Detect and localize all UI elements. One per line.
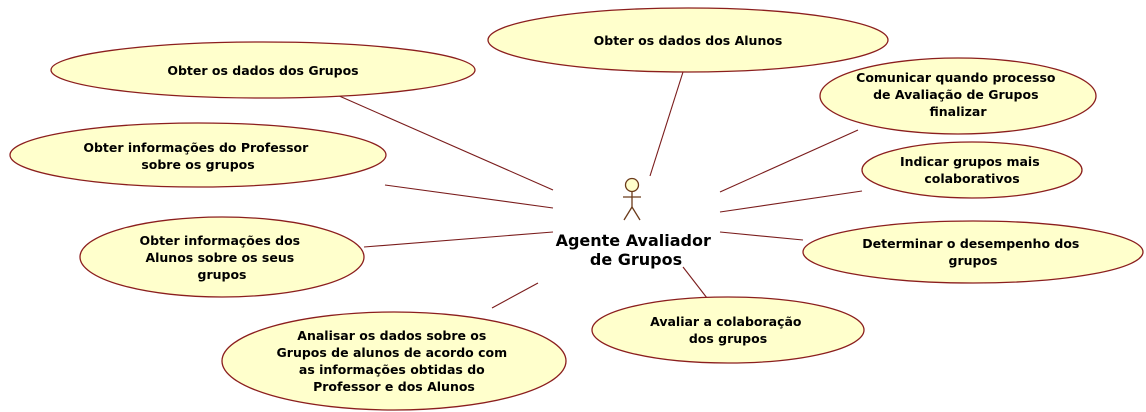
actor-name: Agente Avaliador de Grupos [556,231,717,269]
use-case-label: Comunicar quando processo de Avaliação d… [856,70,1060,119]
use-case-obter-dados-grupos[interactable]: Obter os dados dos Grupos [50,41,476,99]
use-case-label: Obter os dados dos Alunos [594,33,783,48]
use-case-label: Obter os dados dos Grupos [167,63,358,78]
use-case-label-line: grupos [949,253,998,268]
actor[interactable]: Agente Avaliador de Grupos [556,177,717,270]
use-case-avaliar-colaboracao[interactable]: Avaliar a colaboração dos grupos [591,296,865,364]
use-case-label: Obter informações dos Alunos sobre os se… [140,233,305,282]
assoc-line-obter-dados-alunos [649,71,684,177]
actor-name-line: de Grupos [590,250,682,269]
use-case-label-line: Professor e dos Alunos [313,379,475,394]
use-case-label-line: Grupos de alunos de acordo com [277,345,508,360]
use-case-label-line: de Avaliação de Grupos [873,87,1038,102]
use-case-label-line: colaborativos [924,171,1019,186]
use-case-indicar-grupos-colaborativos[interactable]: Indicar grupos mais colaborativos [861,141,1083,199]
use-case-analisar-dados[interactable]: Analisar os dados sobre os Grupos de alu… [221,311,567,411]
use-case-label-line: Avaliar a colaboração [650,314,802,329]
use-case-label: Avaliar a colaboração dos grupos [650,314,806,346]
use-case-obter-info-alunos[interactable]: Obter informações dos Alunos sobre os se… [79,216,365,298]
use-case-label-line: dos grupos [689,331,767,346]
association-lines [336,71,863,309]
use-case-label-line: Comunicar quando processo [856,70,1056,85]
assoc-line-obter-info-professor [384,184,554,209]
use-case-determinar-desempenho[interactable]: Determinar o desempenho dos grupos [802,220,1144,284]
use-case-ellipse [591,296,865,364]
use-case-label: Indicar grupos mais colaborativos [900,154,1044,186]
assoc-line-indicar-grupos-colaborativos [719,190,863,213]
use-case-ellipse [79,216,365,298]
use-case-label-line: as informações obtidas do [299,362,485,377]
use-case-label-line: Determinar o desempenho dos [862,236,1079,251]
use-case-label-line: finalizar [929,104,987,119]
use-case-label-line: grupos [198,267,247,282]
actor-name-line: Agente Avaliador [556,231,711,250]
use-case-label-line: Alunos sobre os seus [145,250,294,265]
use-case-label-line: Obter informações do Professor [83,140,309,155]
use-case-ellipse [487,7,889,73]
use-case-ellipse [819,57,1097,135]
use-case-obter-info-professor[interactable]: Obter informações do Professor sobre os … [9,122,387,188]
assoc-line-determinar-desempenho [719,231,804,241]
assoc-line-obter-info-alunos [363,231,554,248]
assoc-line-avaliar-colaboracao [682,266,708,299]
use-case-ellipse [802,220,1144,284]
use-case-label: Analisar os dados sobre os Grupos de alu… [277,328,512,394]
use-case-label-line: Obter os dados dos Alunos [594,33,783,48]
use-case-label: Determinar o desempenho dos grupos [862,236,1083,268]
use-case-label-line: Analisar os dados sobre os [297,328,486,343]
use-case-label-line: Indicar grupos mais [900,154,1040,169]
use-case-ellipse [861,141,1083,199]
assoc-line-analisar-dados [491,282,539,309]
stick-figure-actor-icon [623,177,641,221]
use-case-label-line: Obter os dados dos Grupos [167,63,358,78]
assoc-line-comunicar-fim-avaliacao [719,129,859,193]
use-case-obter-dados-alunos[interactable]: Obter os dados dos Alunos [487,7,889,73]
use-case-ellipse [9,122,387,188]
assoc-line-obter-dados-grupos [336,94,554,191]
use-case-label-line: sobre os grupos [141,157,254,172]
use-case-ellipse [50,41,476,99]
use-case-label: Obter informações do Professor sobre os … [83,140,312,172]
use-case-label-line: Obter informações dos [140,233,301,248]
use-case-ellipse [221,311,567,411]
use-case-comunicar-fim-avaliacao[interactable]: Comunicar quando processo de Avaliação d… [819,57,1097,135]
